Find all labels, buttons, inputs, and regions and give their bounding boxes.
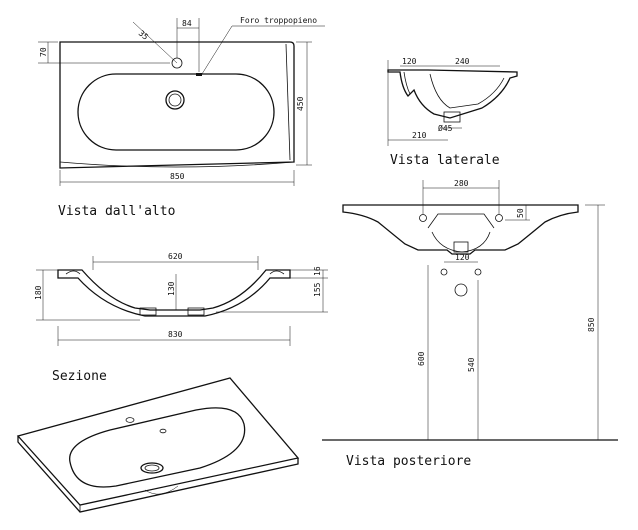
rear-drain [453,241,469,253]
side-view: 120 240 210 Ø45 [387,57,518,146]
perspective-overflow-hole [159,428,167,434]
perspective-basin [69,407,246,488]
section-left-rim [65,270,81,275]
rear-view-basin-top [427,213,495,229]
top-view: 35 84 Foro troppopieno 70 450 850 [38,16,325,186]
section-drain-right [187,307,205,316]
section-right-rim [269,270,285,275]
dim-70: 70 [39,47,48,57]
side-view-back-wall [403,71,411,95]
dim-rear-120: 120 [455,253,470,262]
perspective-tap-hole [125,417,135,423]
perspective-under-shadow [144,485,179,495]
bracket-hole-right [474,268,482,276]
rear-hole-right [495,214,503,222]
perspective-drain-inner [144,464,160,472]
dim-850: 850 [170,172,185,181]
dim-280: 280 [454,179,469,188]
dim-450: 450 [296,96,305,111]
top-view-right-edge [285,43,291,161]
dim-16: 16 [313,266,322,276]
section-view: 620 180 130 155 16 830 [34,252,328,346]
overflow-leader [201,25,325,75]
top-view-outline [59,41,295,169]
caption-rear-view: Vista posteriore [346,454,471,469]
caption-top-view: Vista dall'alto [58,204,175,219]
dim-rear-50: 50 [516,208,525,218]
dim-130: 130 [167,281,176,296]
rear-hole-left [419,214,427,222]
dim-rear-540: 540 [467,357,476,372]
dim-180: 180 [34,285,43,300]
bracket-hole-left [440,268,448,276]
dim-84: 84 [182,19,192,28]
perspective-view [16,377,300,513]
dim-830: 830 [168,330,183,339]
side-view-basin-inner [429,73,505,109]
dim-rear-600: 600 [417,351,426,366]
dim-side-210: 210 [412,131,427,140]
waste-pipe-hole [454,283,468,297]
dim-rear-850: 850 [587,317,596,332]
caption-section: Sezione [52,369,107,384]
rear-view-outline [342,204,579,255]
side-view-outline [387,69,518,119]
dim-620: 620 [168,252,183,261]
perspective-front-thickness [17,436,299,513]
dim-side-45: Ø45 [438,123,453,133]
dim-155: 155 [313,282,322,297]
top-view-basin [77,73,275,151]
drain-outer-circle [165,90,185,110]
top-view-front-edge [59,161,295,168]
perspective-top-surface [16,377,300,506]
rear-view: 280 50 120 850 600 540 [322,179,618,441]
caption-side-view: Vista laterale [390,153,500,168]
dim-side-120: 120 [402,57,417,66]
section-drain-left [139,307,157,316]
drain-inner-circle [168,93,182,107]
overflow-label: Foro troppopieno [240,16,317,25]
dim-side-240: 240 [455,57,470,66]
tap-leader [132,21,178,64]
side-view-drain [443,111,461,123]
perspective-drain [140,462,164,474]
overflow-hole [196,73,202,76]
dim-tap-diameter: 35 [137,29,150,42]
